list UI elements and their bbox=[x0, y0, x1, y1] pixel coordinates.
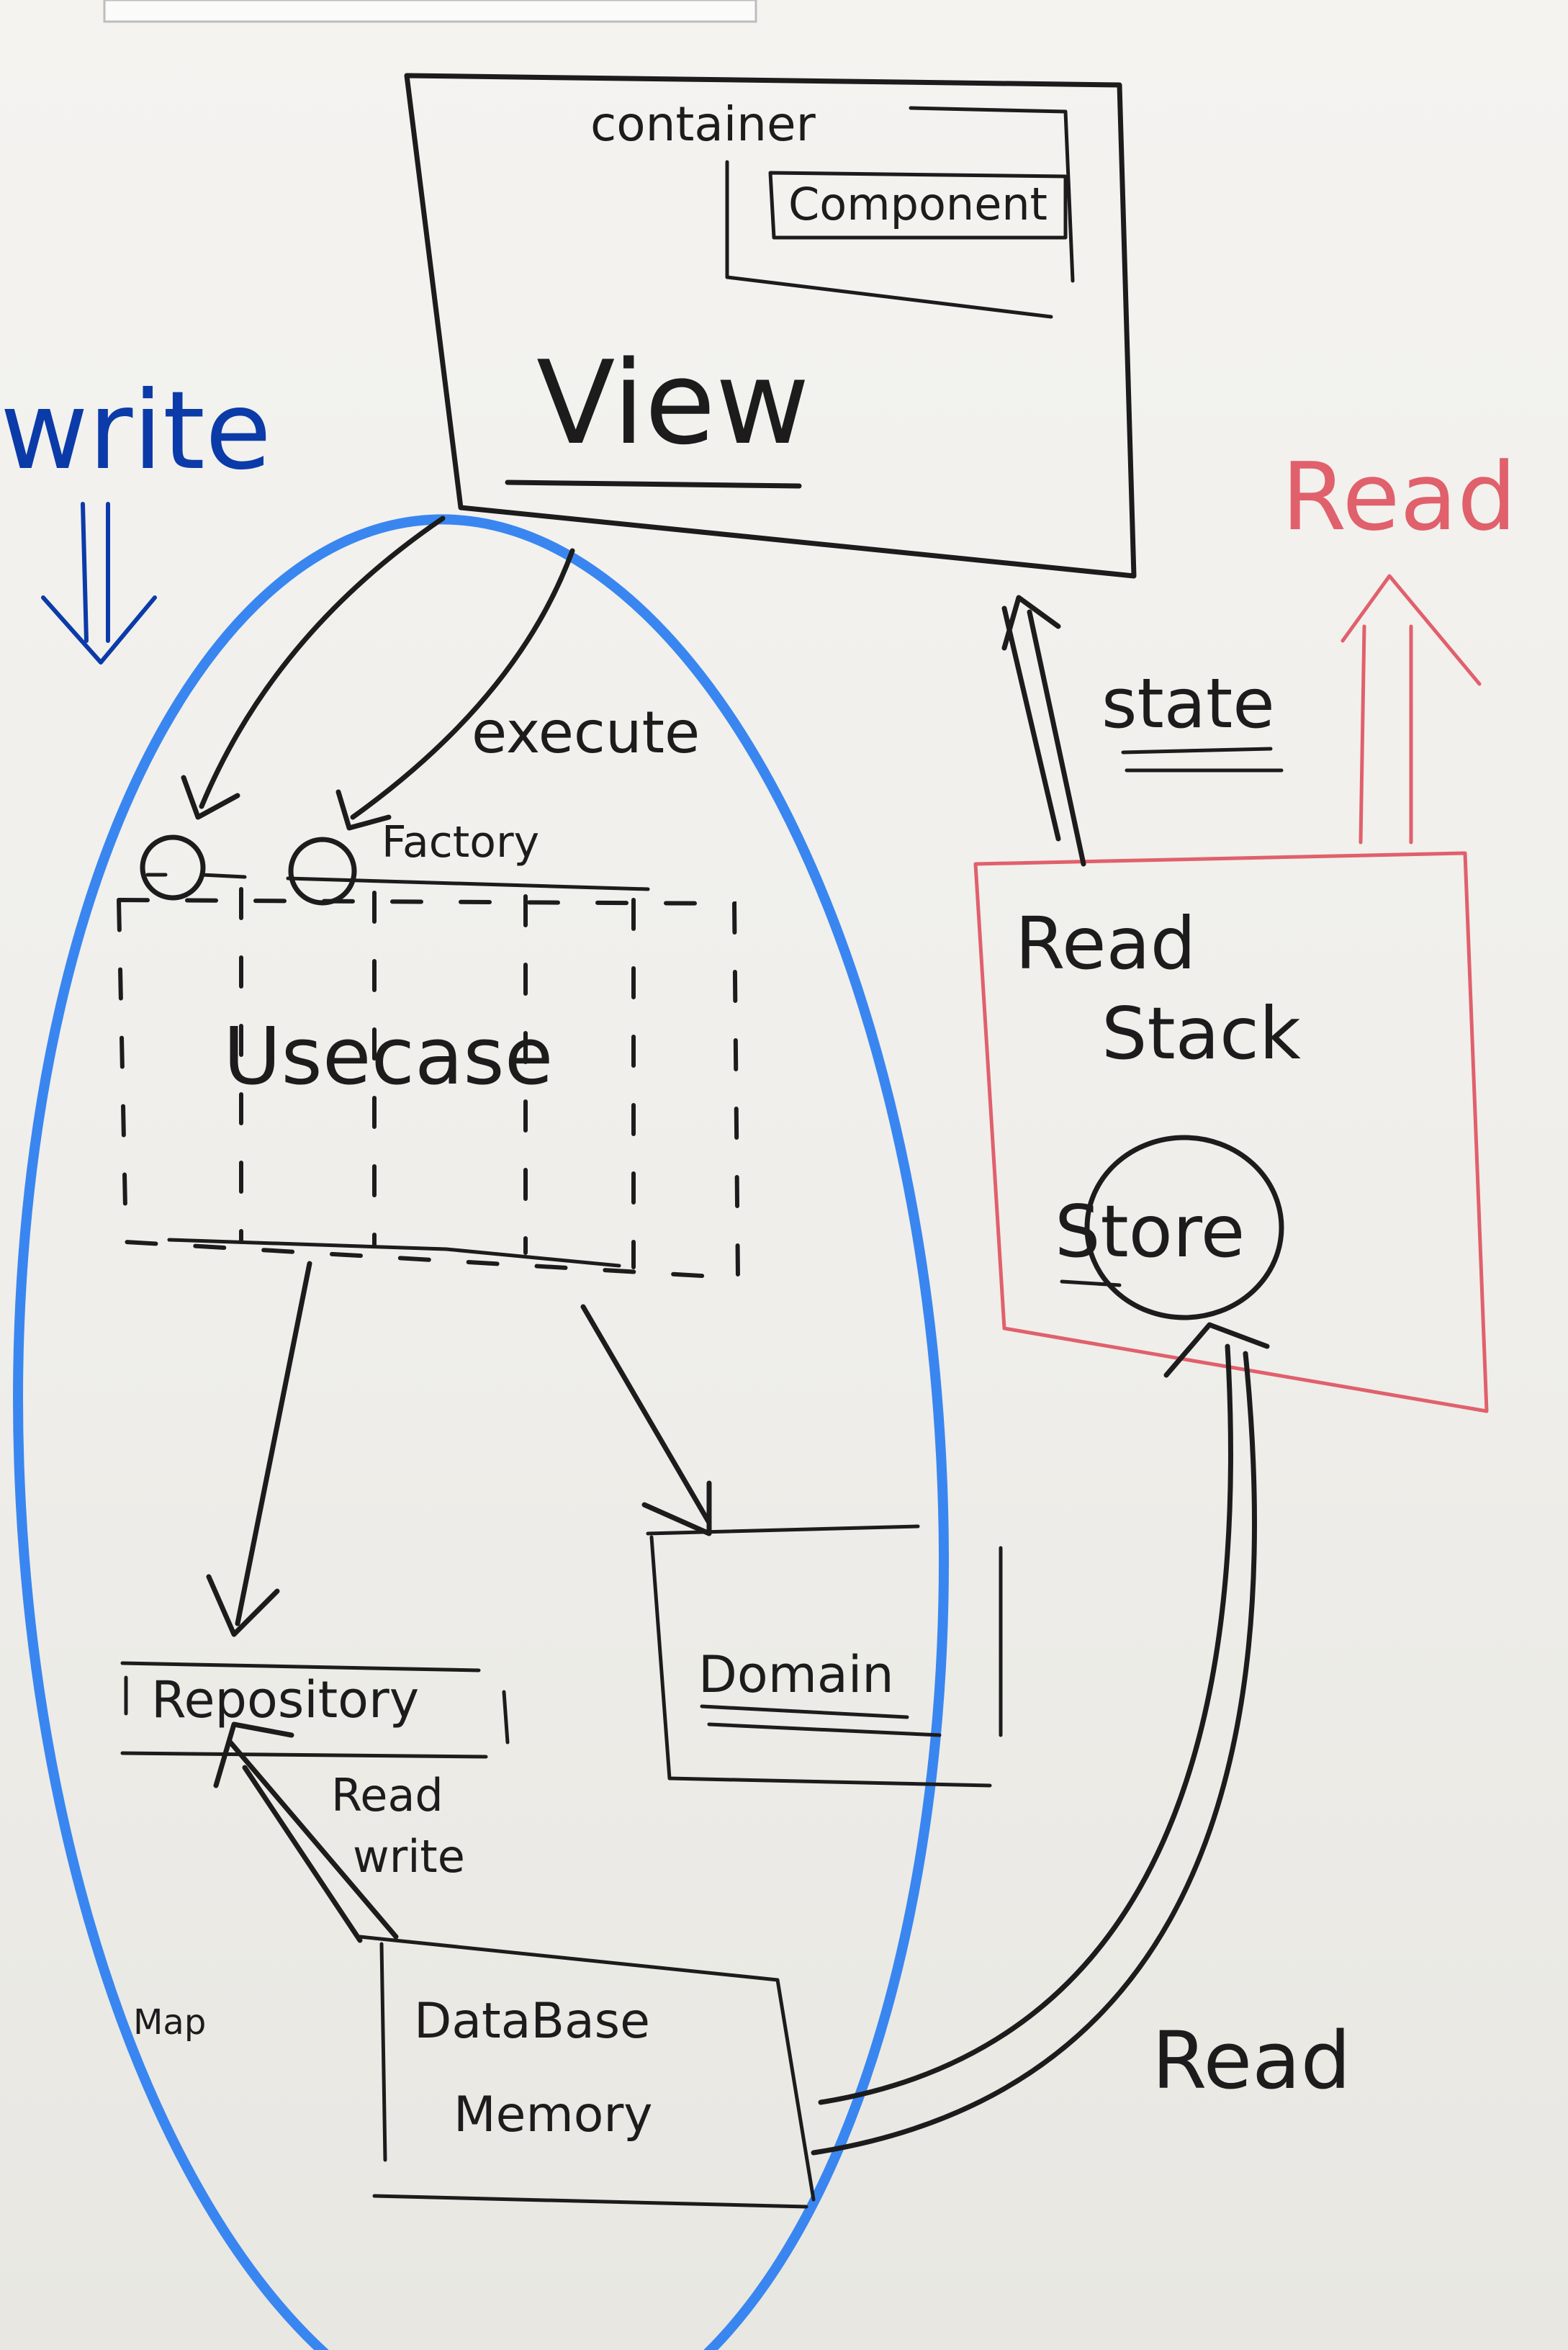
paper-strip bbox=[103, 0, 757, 23]
database-to-store-arrow bbox=[811, 1322, 1270, 2156]
red-up-arrow bbox=[1341, 574, 1482, 845]
repository-label: Repository bbox=[151, 1670, 419, 1729]
usecase-to-domain-arrow bbox=[580, 1304, 712, 1536]
usecase-label: Usecase bbox=[223, 1010, 553, 1102]
state-label: state bbox=[1101, 665, 1275, 744]
view-to-usecase-arrow-1 bbox=[181, 516, 446, 820]
usecase-bottom-line bbox=[167, 1238, 621, 1268]
view-label: View bbox=[536, 336, 810, 470]
read-stack-box bbox=[973, 851, 1489, 1413]
store-circle bbox=[1084, 1135, 1284, 1320]
view-box bbox=[404, 73, 1137, 579]
component-label: Component bbox=[788, 178, 1047, 230]
usecase-box bbox=[116, 897, 741, 1281]
container-box bbox=[725, 106, 1075, 319]
read-stack-label-2: Stack bbox=[1101, 991, 1301, 1076]
database-box bbox=[358, 1935, 816, 2209]
read-label-red: Read bbox=[1281, 442, 1517, 552]
factory-circle-1 bbox=[140, 834, 206, 901]
store-label: Store bbox=[1055, 1189, 1245, 1274]
write-stack-ellipse bbox=[13, 514, 949, 2350]
state-arrow bbox=[1001, 595, 1086, 867]
factory-circle-2 bbox=[288, 837, 357, 906]
write-arrow bbox=[41, 502, 157, 665]
write-label: write bbox=[0, 369, 271, 494]
read-stack-label-1: Read bbox=[1015, 901, 1196, 986]
factory-line bbox=[145, 873, 650, 891]
read-write-label-1: Read bbox=[331, 1769, 443, 1822]
repository-box bbox=[120, 1661, 510, 1759]
factory-label: Factory bbox=[382, 817, 539, 868]
domain-label: Domain bbox=[698, 1645, 894, 1704]
read-label-bottom: Read bbox=[1152, 2014, 1351, 2107]
database-label-2: Memory bbox=[454, 2086, 653, 2143]
view-to-usecase-arrow-2 bbox=[335, 548, 575, 831]
database-label-1: DataBase bbox=[414, 1993, 650, 2050]
state-underline bbox=[1121, 747, 1284, 773]
store-underline bbox=[1060, 1279, 1122, 1287]
domain-box bbox=[646, 1524, 1003, 1788]
container-label: container bbox=[590, 96, 816, 152]
execute-label: execute bbox=[472, 699, 700, 766]
repo-db-arrow bbox=[213, 1721, 399, 1943]
usecase-to-repository-arrow bbox=[206, 1261, 312, 1637]
component-box bbox=[768, 171, 1068, 240]
domain-underline bbox=[700, 1704, 942, 1737]
map-label: Map bbox=[133, 2002, 206, 2043]
view-underline bbox=[505, 480, 802, 489]
read-write-label-2: write bbox=[353, 1830, 465, 1883]
